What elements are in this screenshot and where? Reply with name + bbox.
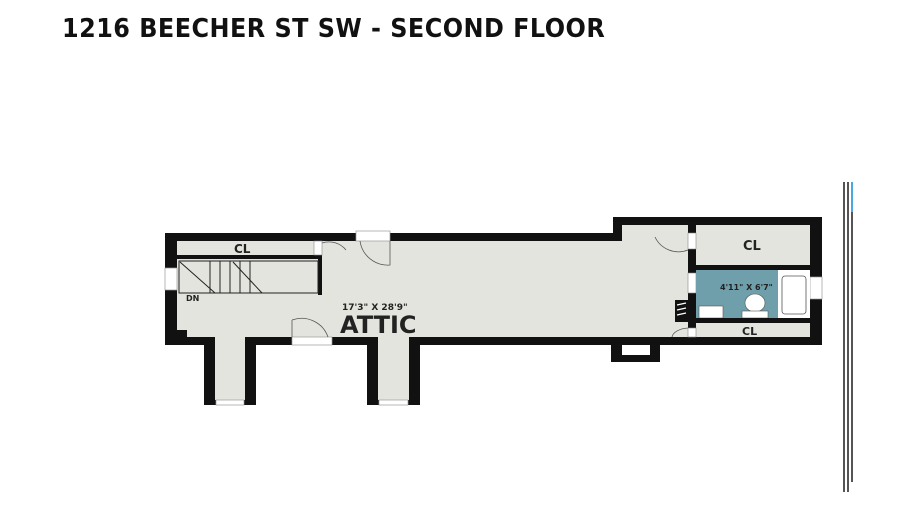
page-title: 1216 BEECHER ST SW - SECOND FLOOR xyxy=(62,14,606,44)
windows xyxy=(164,230,823,406)
stairs-down-label: DN xyxy=(186,294,199,303)
disclaimer-fine-print xyxy=(843,182,853,492)
toilet xyxy=(744,293,766,313)
closet-wall xyxy=(177,255,322,259)
bathroom xyxy=(696,270,810,319)
closet-label: CL xyxy=(742,325,757,338)
attic-dimensions: 17'3" X 28'9" xyxy=(342,303,408,313)
stairs xyxy=(178,260,319,294)
bathroom-dimensions: 4'11" X 6'7" xyxy=(720,283,773,292)
attic-label: ATTIC xyxy=(340,311,417,339)
closet-label: CL xyxy=(743,239,761,254)
closet-label: CL xyxy=(234,242,251,256)
bathtub xyxy=(781,275,807,315)
floor xyxy=(177,225,810,400)
sink xyxy=(698,305,724,319)
doors[interactable] xyxy=(291,236,689,338)
